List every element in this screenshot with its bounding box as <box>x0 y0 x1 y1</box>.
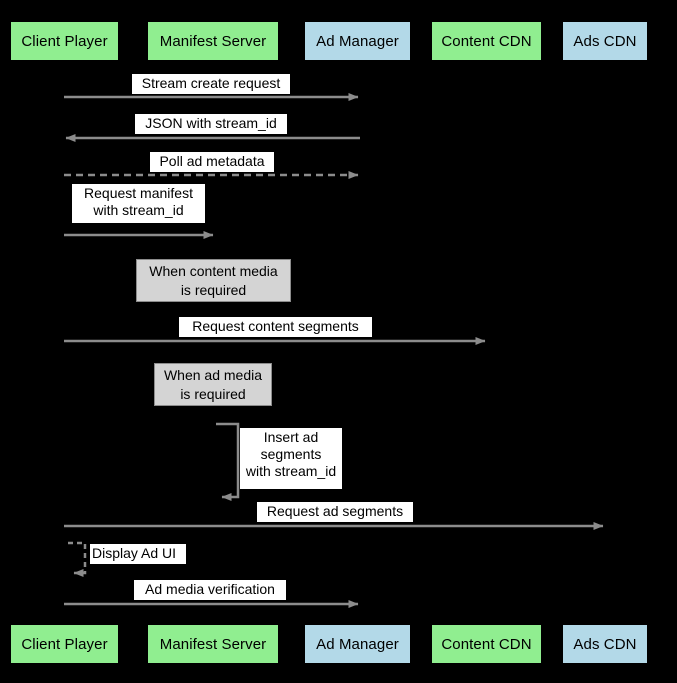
participant-client-player-top[interactable]: Client Player <box>11 22 118 60</box>
note-when-content-media-is-required: When content media is required <box>136 259 291 302</box>
note-line-2: is required <box>180 385 246 402</box>
message-label-request-ad-segments: Request ad segments <box>257 502 413 522</box>
participant-manifest-server-bottom[interactable]: Manifest Server <box>148 625 278 663</box>
message-label-ad-media-verification: Ad media verification <box>134 580 286 600</box>
arrow-insert-ad-segments <box>216 422 240 501</box>
participant-label: Client Player <box>21 32 108 50</box>
participant-label: Ad Manager <box>316 32 399 50</box>
message-label-poll-ad-metadata: Poll ad metadata <box>150 152 274 172</box>
participant-label: Ads CDN <box>573 635 637 653</box>
participant-manifest-server-top[interactable]: Manifest Server <box>148 22 278 60</box>
participant-content-cdn-bottom[interactable]: Content CDN <box>432 625 541 663</box>
message-label-display-ad-ui: Display Ad UI <box>90 544 186 564</box>
participant-label: Content CDN <box>441 32 532 50</box>
message-label-request-content-segments: Request content segments <box>179 317 372 337</box>
message-label-insert-ad-segments: Insert ad segments with stream_id <box>240 428 342 489</box>
participant-ads-cdn-bottom[interactable]: Ads CDN <box>563 625 647 663</box>
note-line-2: is required <box>180 281 247 298</box>
participant-label: Manifest Server <box>159 635 267 653</box>
participant-ad-manager-top[interactable]: Ad Manager <box>305 22 410 60</box>
note-when-ad-media-is-required: When ad media is required <box>154 363 272 406</box>
message-label-json-with-stream-id: JSON with stream_id <box>135 114 287 134</box>
participant-label: Ads CDN <box>573 32 637 50</box>
arrow-display-ad-ui <box>68 541 87 577</box>
participant-content-cdn-top[interactable]: Content CDN <box>432 22 541 60</box>
participant-ads-cdn-top[interactable]: Ads CDN <box>563 22 647 60</box>
note-line-1: When ad media <box>163 366 263 383</box>
message-label-stream-create-request: Stream create request <box>132 74 290 94</box>
participant-label: Manifest Server <box>159 32 267 50</box>
participant-ad-manager-bottom[interactable]: Ad Manager <box>305 625 410 663</box>
participant-label: Client Player <box>21 635 108 653</box>
participant-client-player-bottom[interactable]: Client Player <box>11 625 118 663</box>
participant-label: Ad Manager <box>316 635 399 653</box>
participant-label: Content CDN <box>441 635 532 653</box>
message-label-request-manifest-with-stream-id: Request manifest with stream_id <box>72 184 205 223</box>
note-line-1: When content media <box>149 262 278 279</box>
